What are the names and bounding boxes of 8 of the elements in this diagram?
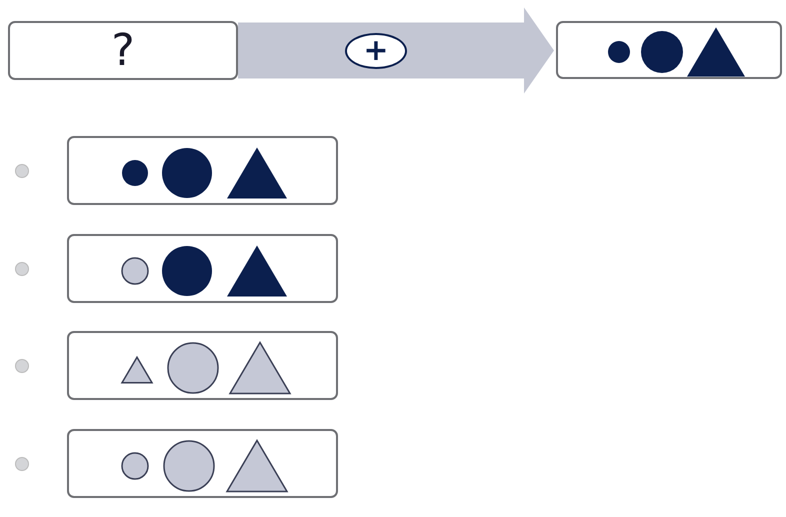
block-arrow <box>238 8 554 94</box>
result-box <box>556 21 782 79</box>
option-box <box>67 331 338 400</box>
question-mark: ? <box>111 28 135 72</box>
option-box <box>67 136 338 205</box>
answer-box <box>8 21 238 80</box>
option-box <box>67 234 338 303</box>
option-box <box>67 429 338 498</box>
